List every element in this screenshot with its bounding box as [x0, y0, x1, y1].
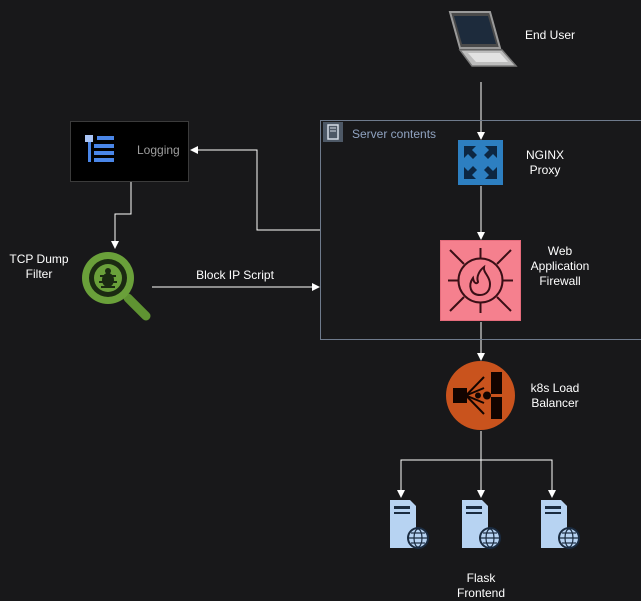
- flask-label-line1: Flask: [466, 571, 496, 585]
- server-contents-group: [320, 120, 641, 340]
- server-contents-title: Server contents: [352, 127, 437, 141]
- waf-label-line3: Firewall: [539, 274, 581, 288]
- nginx-label-line2: Proxy: [529, 163, 561, 177]
- load-balancer-icon: [453, 372, 502, 419]
- waf-label-line2: Application: [530, 259, 590, 273]
- waf-label-line1: Web: [547, 244, 573, 258]
- logging-label: Logging: [137, 143, 180, 157]
- edge-lb-to-flask-left: [397, 459, 481, 498]
- end-user-label: End User: [525, 28, 576, 42]
- logging-list-icon: [85, 135, 114, 162]
- web-server-icon[interactable]: [388, 500, 432, 552]
- tcp-dump-label-line1: TCP Dump: [9, 252, 69, 266]
- edge-logging-to-tcpdump: [111, 182, 132, 249]
- flask-label-line2: Frontend: [456, 586, 506, 600]
- load-balancer-label-line2: Balancer: [531, 396, 579, 410]
- nginx-label-line1: NGINX: [525, 148, 564, 162]
- edge-lb-to-flask-right: [481, 459, 556, 498]
- tcp-dump-label-line2: Filter: [25, 267, 53, 281]
- logging-node[interactable]: [70, 121, 189, 182]
- load-balancer-label-line1: k8s Load: [530, 381, 580, 395]
- web-server-icon[interactable]: [539, 500, 583, 552]
- edge-server-to-logging: [190, 146, 320, 231]
- laptop-icon: [448, 11, 518, 67]
- bug-magnifier-icon[interactable]: [80, 250, 152, 322]
- web-server-icon[interactable]: [460, 500, 504, 552]
- server-rack-icon: [323, 122, 343, 142]
- proxy-arrows-icon: [464, 146, 497, 179]
- firewall-icon: [448, 248, 513, 313]
- block-ip-edge-label: Block IP Script: [196, 268, 274, 282]
